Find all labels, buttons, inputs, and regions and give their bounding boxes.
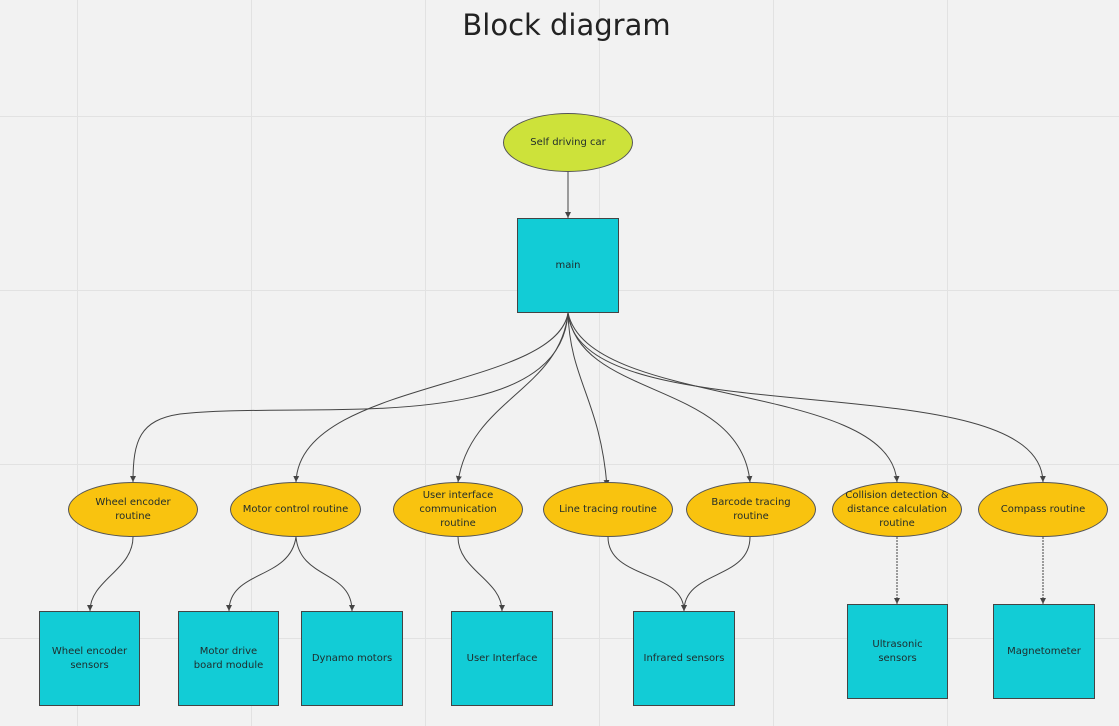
edge-main-motor-control-routine (293, 312, 569, 483)
node-wheel-encoder-sensors: Wheel encoder sensors (39, 611, 140, 706)
node-ultrasonic-sensors: Ultrasonic sensors (847, 604, 948, 699)
node-dynamo-motors: Dynamo motors (301, 611, 403, 706)
edge-main-wheel-encoder-routine (130, 312, 569, 483)
node-compass-routine: Compass routine (978, 482, 1108, 537)
edge-main-ui-comm-routine (455, 312, 569, 483)
edge-line-tracing-infrared (607, 536, 687, 612)
node-barcode-tracing-routine: Barcode tracing routine (686, 482, 816, 537)
edge-motor-control-drive-board (226, 536, 297, 612)
edge-main-compass-routine (567, 312, 1046, 483)
node-motor-control-routine: Motor control routine (230, 482, 361, 537)
edge-barcode-tracing-infrared (681, 536, 751, 612)
node-user-interface: User Interface (451, 611, 553, 706)
edge-wheel-encoder-routine-sensors (87, 536, 134, 612)
edge-main-line-tracing-routine (567, 312, 610, 487)
node-self-driving-car: Self driving car (503, 113, 633, 172)
edge-main-collision-routine (567, 312, 900, 483)
node-ui-comm-routine: User interface communication routine (393, 482, 523, 537)
node-motor-drive-board: Motor drive board module (178, 611, 279, 706)
node-collision-routine: Collision detection & distance calculati… (832, 482, 962, 537)
diagram-title: Block diagram (462, 8, 671, 42)
node-line-tracing-routine: Line tracing routine (543, 482, 673, 537)
edge-ui-comm-user-interface (457, 536, 505, 612)
edge-motor-control-dynamo (295, 536, 355, 612)
edge-main-barcode-tracing-routine (567, 312, 753, 483)
node-magnetometer: Magnetometer (993, 604, 1095, 699)
node-wheel-encoder-routine: Wheel encoder routine (68, 482, 198, 537)
node-main: main (517, 218, 619, 313)
node-infrared-sensors: Infrared sensors (633, 611, 735, 706)
